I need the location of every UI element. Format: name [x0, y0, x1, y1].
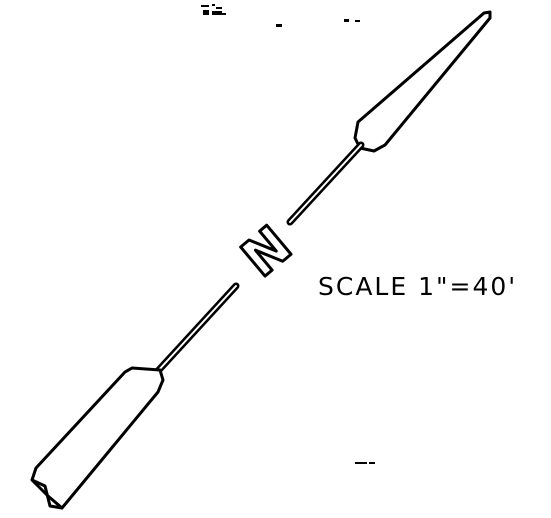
scale-label: SCALE 1"=40' [318, 272, 518, 301]
scan-speckles [201, 4, 375, 464]
north-arrow-head [353, 10, 492, 153]
north-arrow-tail [30, 366, 165, 510]
tail-notch [31, 478, 63, 510]
svg-text:N: N [231, 215, 303, 289]
north-letter-n: N [230, 214, 305, 291]
